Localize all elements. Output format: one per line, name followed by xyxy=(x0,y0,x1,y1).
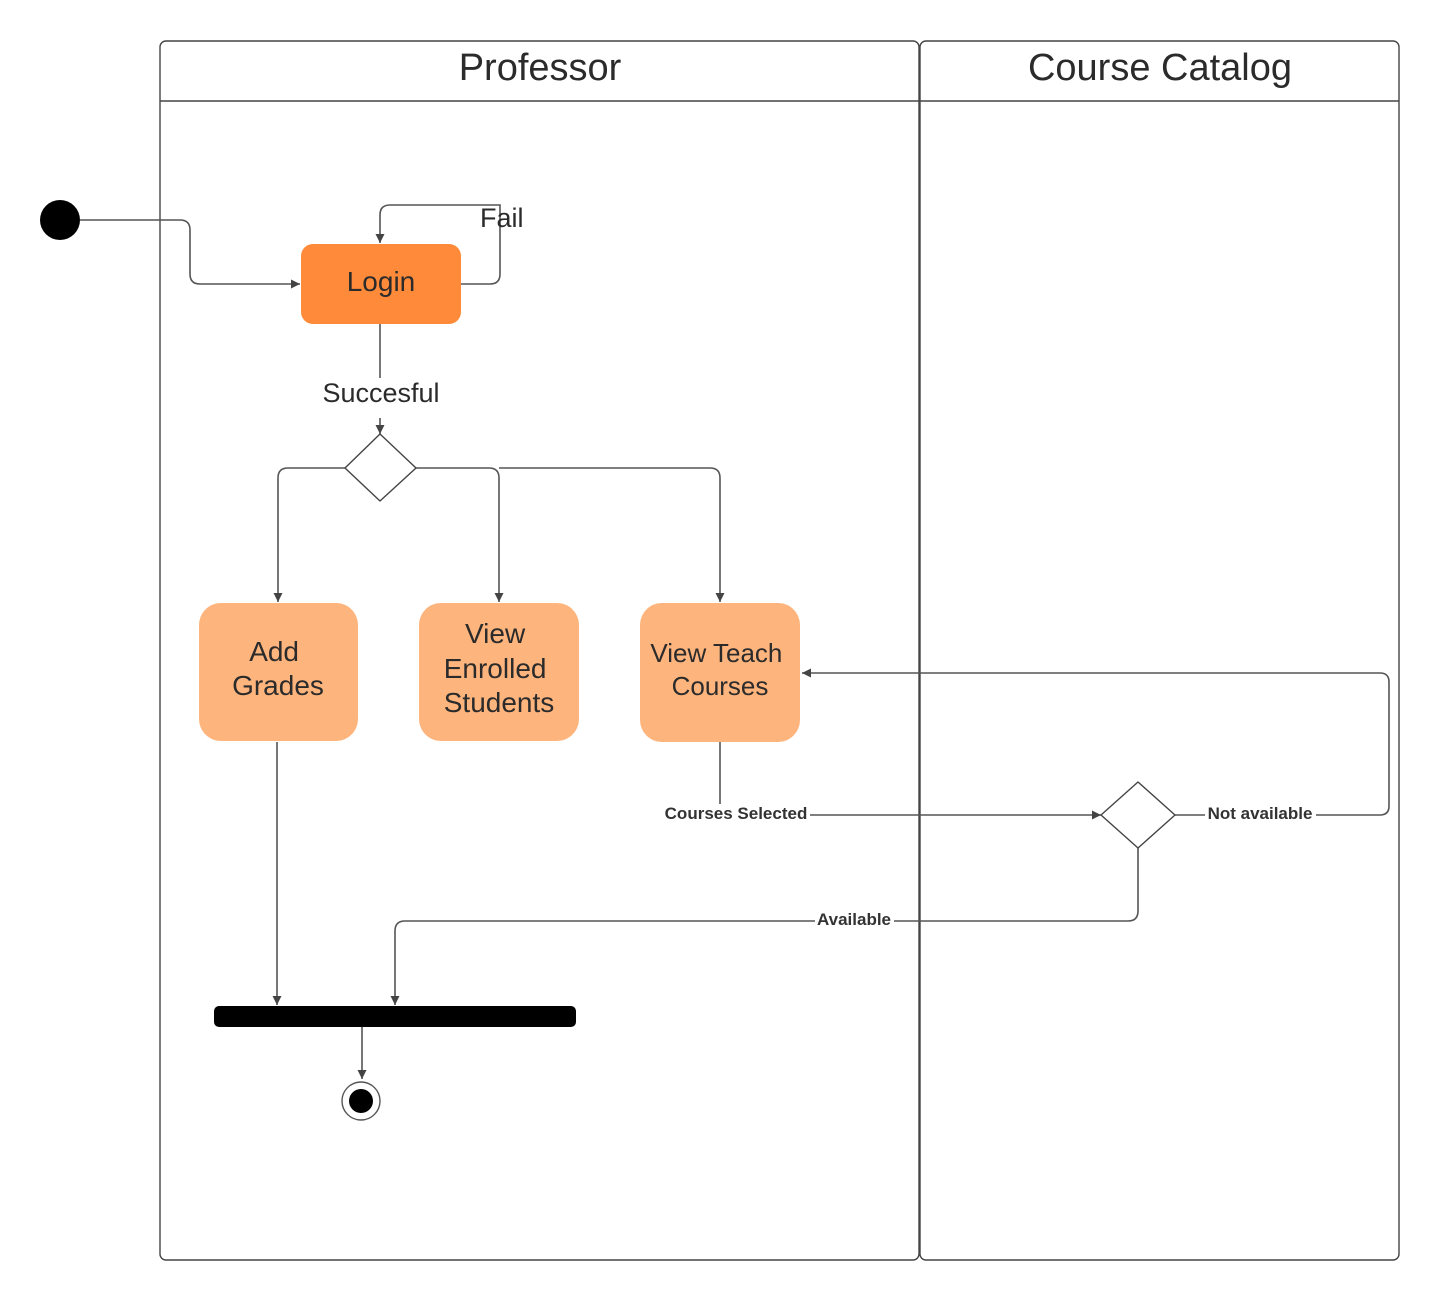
swimlane-course-catalog: Course Catalog xyxy=(919,40,1400,1261)
final-node-inner-dot xyxy=(349,1089,373,1113)
swimlane-course-catalog-border xyxy=(919,40,1400,1261)
action-view-teach-courses-label: View Teach Courses xyxy=(650,638,789,701)
initial-node xyxy=(40,200,80,240)
action-login-label: Login xyxy=(347,266,416,297)
guard-fail: Fail xyxy=(480,203,524,233)
action-view-enrolled-line-2: Enrolled xyxy=(444,653,547,684)
swimlane-course-catalog-title: Course Catalog xyxy=(1028,47,1292,89)
decision-node-login xyxy=(344,433,417,502)
action-add-grades-line-1: Add xyxy=(249,636,299,667)
action-view-teach-courses-box xyxy=(640,603,800,742)
flow-decision-to-view-teach xyxy=(499,467,725,602)
label-courses-selected: Courses Selected xyxy=(665,804,808,823)
action-add-grades-line-2: Grades xyxy=(232,670,324,701)
action-view-enrolled-students-box xyxy=(419,603,579,741)
action-add-grades-box xyxy=(199,603,358,741)
action-view-teach-courses: View Teach Courses xyxy=(640,603,800,742)
decision-node-catalog xyxy=(1100,781,1176,849)
swimlane-professor-border xyxy=(159,40,920,1261)
action-view-enrolled-line-3: Students xyxy=(444,687,555,718)
action-view-enrolled-students-label: View Enrolled Students xyxy=(444,618,555,718)
action-login: Login xyxy=(301,244,461,324)
guard-successful: Succesful xyxy=(322,378,439,408)
action-view-teach-line-1: View Teach xyxy=(650,638,782,668)
final-node xyxy=(341,1081,381,1121)
flow-decision-to-available xyxy=(894,848,1139,922)
action-view-enrolled-students: View Enrolled Students xyxy=(419,603,579,741)
action-add-grades: Add Grades xyxy=(199,603,358,741)
flows xyxy=(80,204,1390,1079)
label-available: Available xyxy=(817,910,891,929)
flow-decision-to-view-enrolled xyxy=(416,467,504,602)
action-login-box xyxy=(301,244,461,324)
action-view-teach-line-2: Courses xyxy=(672,671,769,701)
flow-decision-to-add-grades xyxy=(273,467,345,602)
flow-login-fail-loop xyxy=(375,204,501,285)
swimlane-professor: Professor xyxy=(159,40,920,1261)
join-bar xyxy=(214,1006,576,1027)
flow-start-to-login xyxy=(80,219,300,289)
label-not-available: Not available xyxy=(1208,804,1313,823)
action-add-grades-label: Add Grades xyxy=(232,636,324,701)
flow-available-to-join xyxy=(390,920,815,1005)
swimlane-professor-title: Professor xyxy=(459,47,622,89)
flow-not-available-to-view-teach xyxy=(802,668,1390,816)
action-view-enrolled-line-1: View xyxy=(465,618,526,649)
